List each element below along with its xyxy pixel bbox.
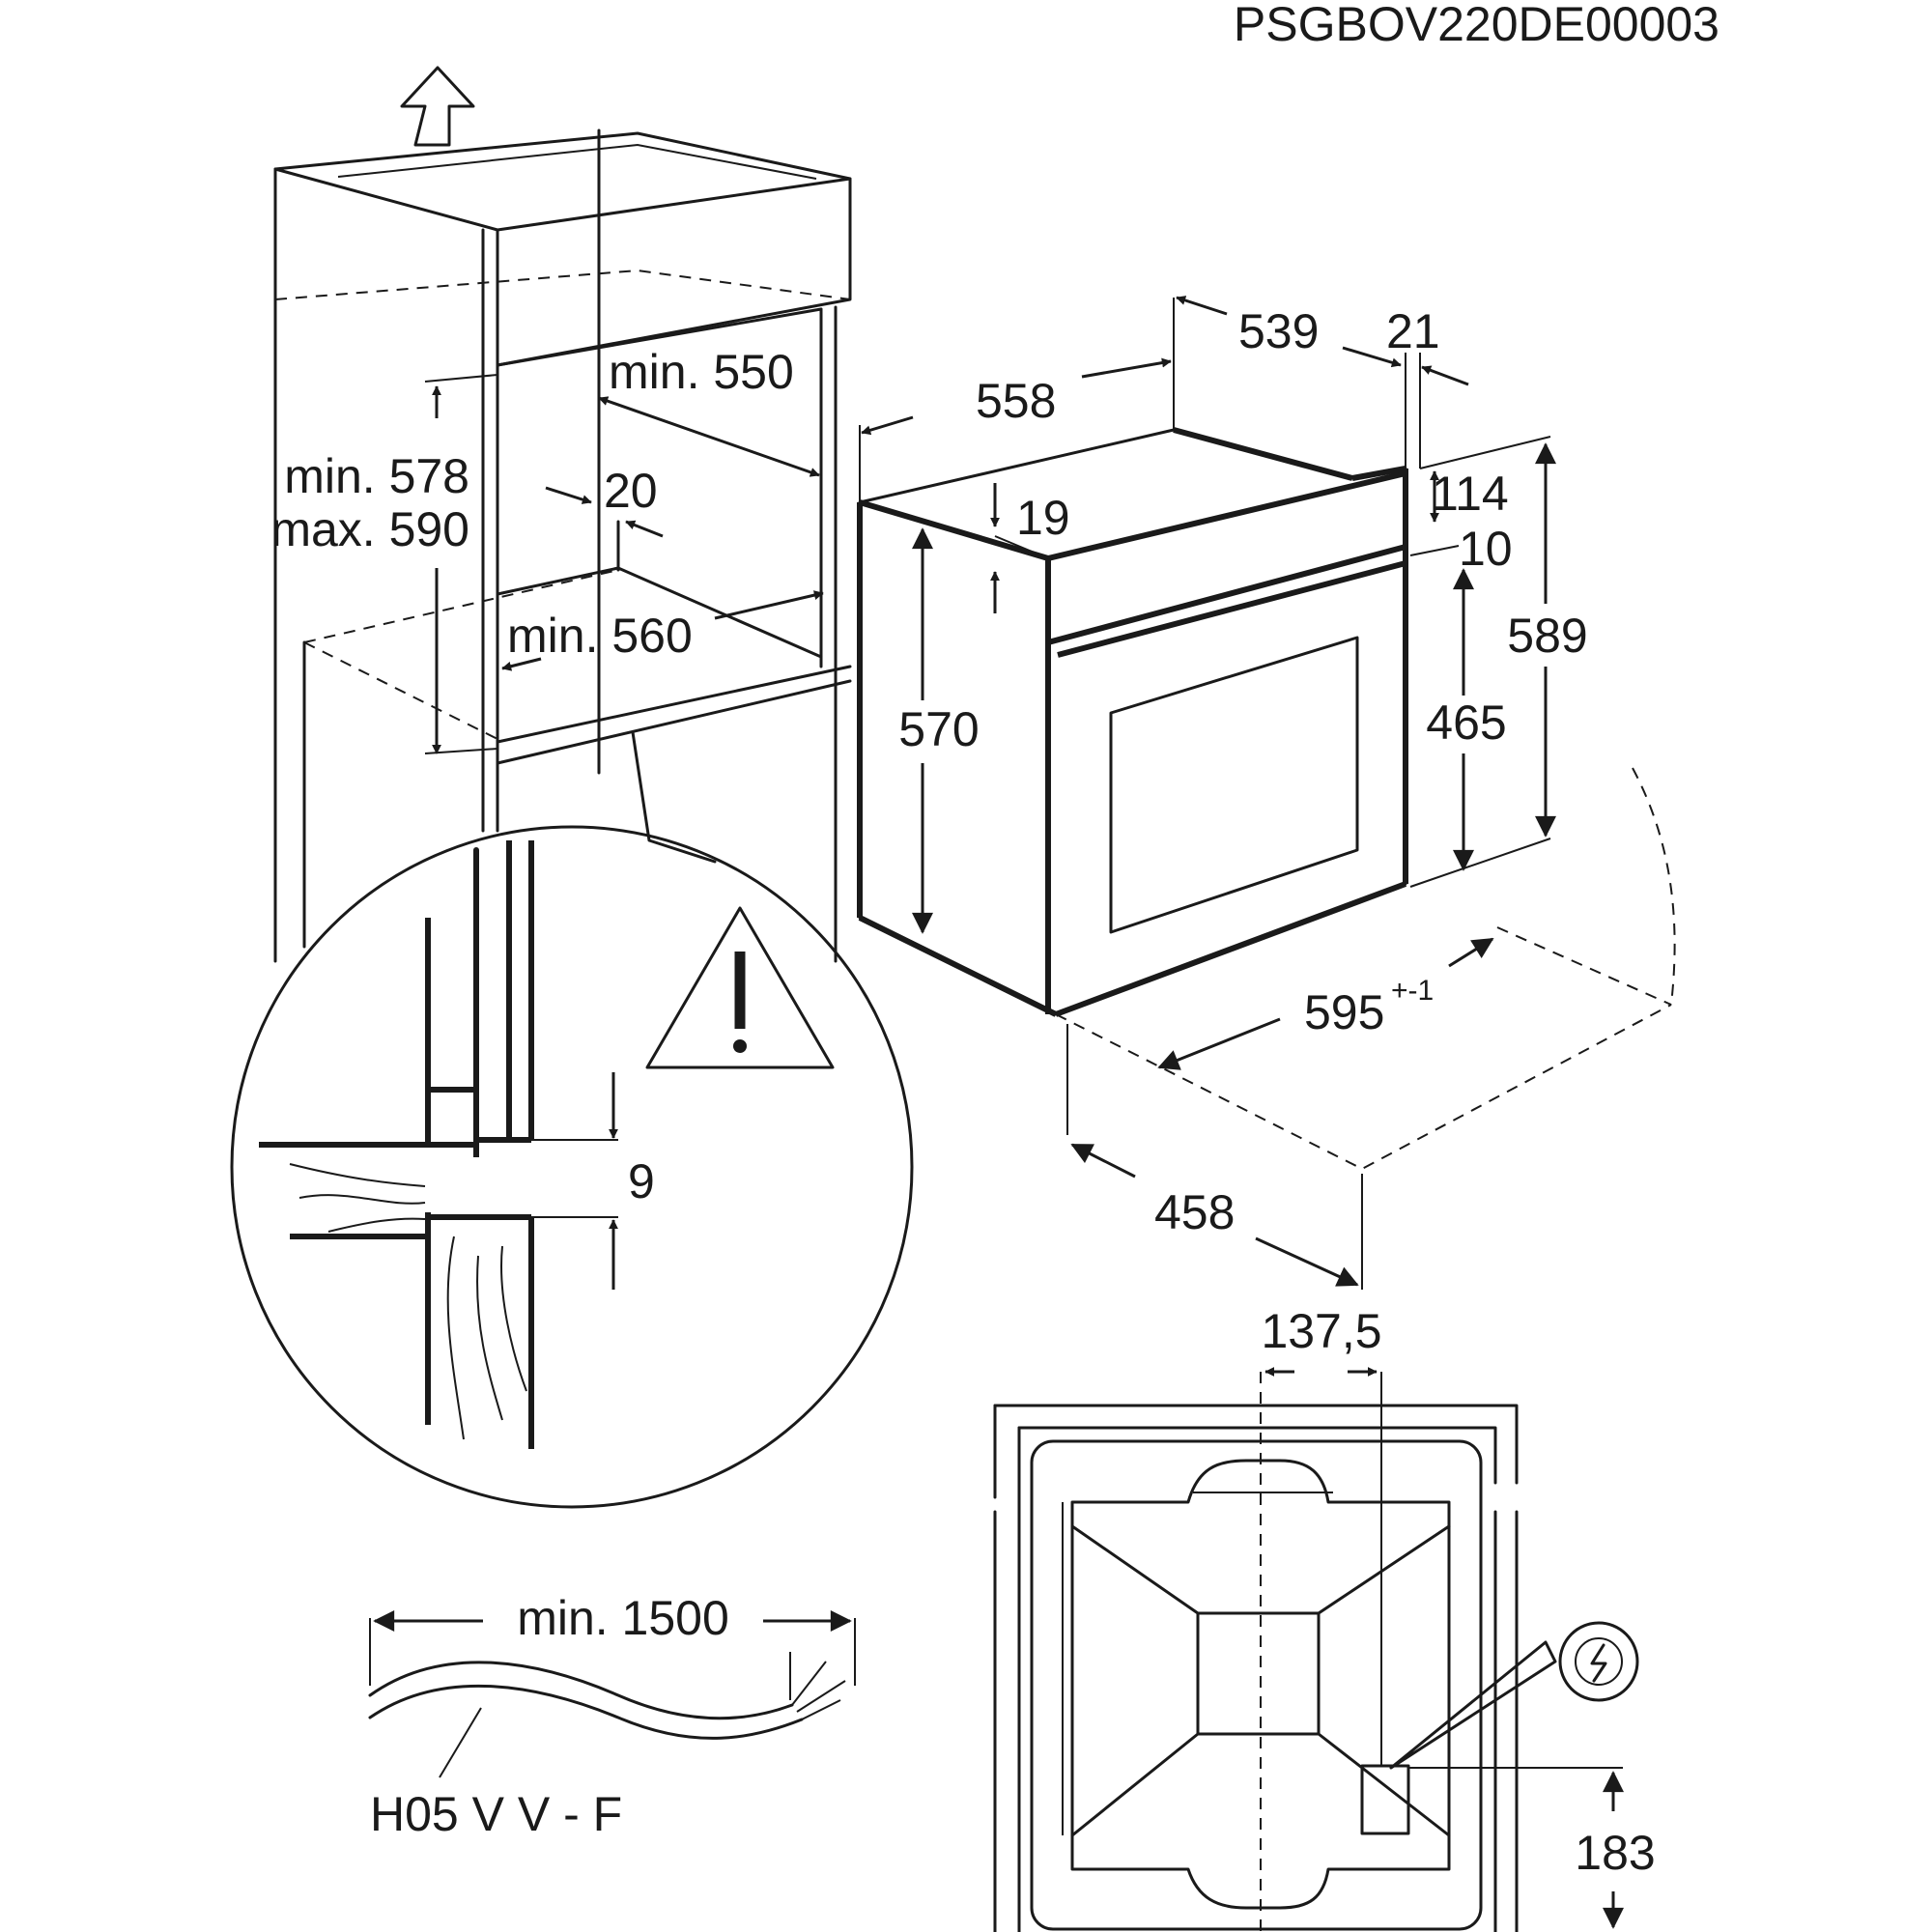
power-cable xyxy=(368,1610,856,1778)
niche-width-min: min. 560 xyxy=(507,609,693,663)
document-code: PSGBOV220DE00003 xyxy=(1234,0,1719,51)
cable-type: H05 V V - F xyxy=(370,1787,622,1841)
oven-width-body: 558 xyxy=(976,374,1056,428)
niche-height-min: min. 578 xyxy=(284,449,469,503)
gap-back: 20 xyxy=(604,464,658,518)
detail-magnifier xyxy=(230,825,914,1509)
detail-gap: 9 xyxy=(628,1154,655,1208)
oven-isometric xyxy=(857,427,1408,1017)
back-offset-y: 183 xyxy=(1575,1826,1655,1880)
oven-back-view xyxy=(993,1372,1639,1932)
back-offset-x: 137,5 xyxy=(1261,1304,1381,1358)
ventilation-arrow-icon xyxy=(400,66,475,147)
front-width: 595 xyxy=(1304,985,1384,1039)
cable-length: min. 1500 xyxy=(517,1591,729,1645)
oven-depth-body: 539 xyxy=(1238,304,1319,358)
width-tolerance: +-1 xyxy=(1391,975,1434,1007)
oven-depth: 458 xyxy=(1154,1185,1235,1239)
front-offset: 10 xyxy=(1459,522,1513,576)
niche-height-max: max. 590 xyxy=(270,502,469,556)
warning-icon xyxy=(645,906,835,1069)
panel-thickness: 21 xyxy=(1386,304,1440,358)
door-height: 465 xyxy=(1426,696,1506,750)
top-offset: 19 xyxy=(1016,491,1070,545)
electric-connection-icon xyxy=(1575,1637,1623,1686)
niche-depth-min: min. 550 xyxy=(609,345,794,399)
oven-height-front: 570 xyxy=(898,702,979,756)
front-height: 589 xyxy=(1507,609,1587,663)
front-top: 114 xyxy=(1432,467,1509,521)
